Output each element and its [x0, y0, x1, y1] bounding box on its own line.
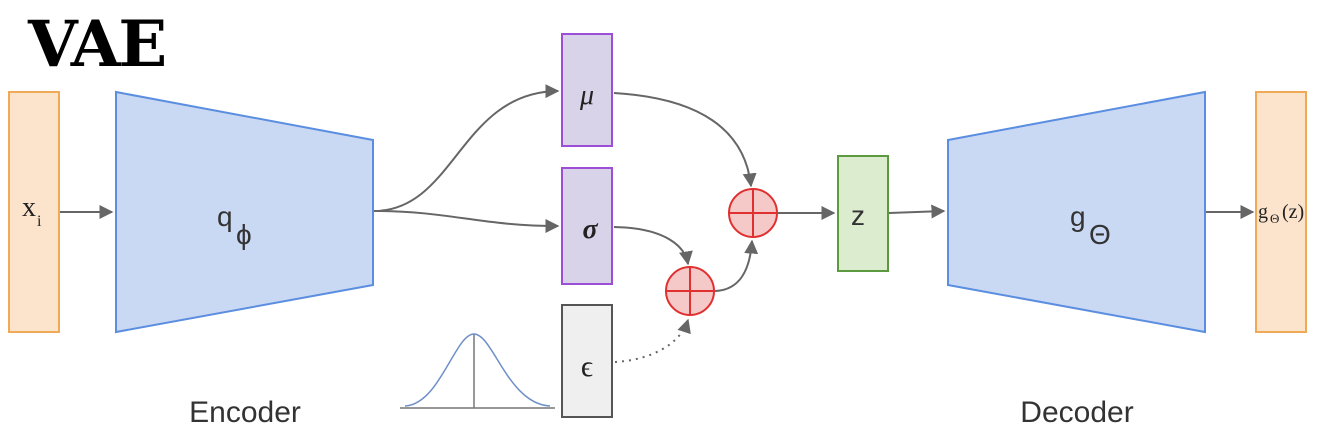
edge-sigma-multiply [613, 226, 693, 266]
latent-box [837, 155, 889, 272]
encoder-network [115, 90, 374, 334]
output-subscript: Θ [1270, 211, 1279, 226]
edge-encoder-sigma [373, 210, 560, 233]
epsilon-box [561, 304, 613, 418]
edge-epsilon-multiply [614, 318, 691, 363]
edge-encoder-mu [373, 84, 560, 212]
decoder-caption: Decoder [1020, 396, 1133, 429]
mu-box [561, 33, 613, 147]
epsilon-label: ϵ [581, 350, 593, 383]
diagram-title: VAE [27, 7, 165, 82]
encoder-caption: Encoder [189, 396, 301, 429]
encoder-subscript: ϕ [236, 219, 252, 250]
decoder-label: g [1070, 201, 1086, 232]
sigma-box [561, 167, 613, 285]
sigma-label: σ [582, 214, 598, 245]
decoder-subscript: Θ [1089, 219, 1111, 250]
input-subscript: i [37, 213, 42, 230]
edge-mu-add [613, 92, 757, 188]
output-box [1255, 91, 1307, 333]
output-suffix: (z) [1282, 201, 1304, 223]
add-operator-top [728, 188, 778, 238]
edge-latent-decoder [888, 204, 946, 219]
encoder-label: q [217, 201, 233, 232]
decoder-network [947, 90, 1206, 334]
gaussian-distribution-icon [400, 333, 555, 409]
input-box [8, 91, 60, 333]
edge-multiply-add [714, 239, 759, 292]
mu-label: μ [579, 80, 594, 111]
latent-label: z [851, 200, 865, 231]
output-label: g [1258, 201, 1268, 223]
multiply-operator-bottom [665, 266, 715, 316]
input-label: x [22, 192, 36, 223]
